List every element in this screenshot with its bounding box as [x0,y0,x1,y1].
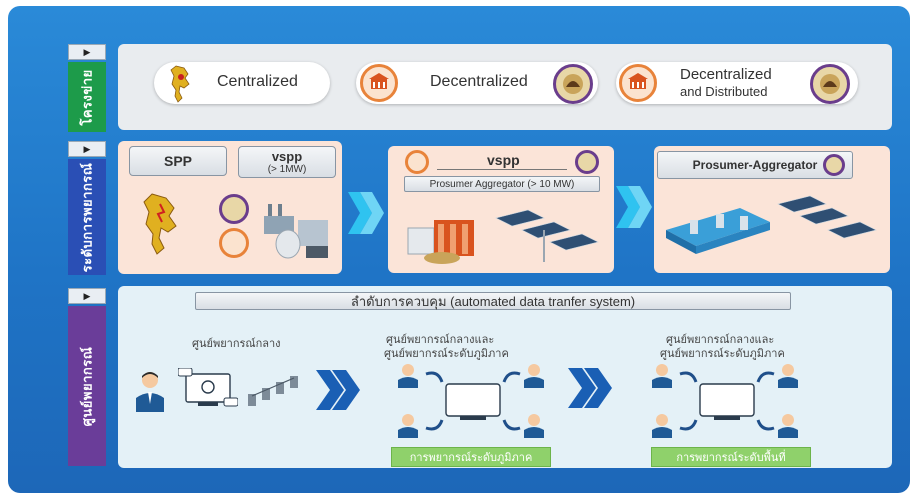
decentralized-label: Decentralized [430,73,528,90]
tag-regional-forecast: การพยากรณ์ระดับภูมิภาค [391,447,551,467]
row-network-title: โครงข่าย [68,62,106,132]
person-icon [398,364,418,388]
row-center-title: ศูนย์พยากรณ์ [68,306,106,466]
row-label-forecast: ▶ ระดับการพยากรณ์ [68,141,106,275]
grid-network-icon [248,376,298,406]
tag-area-forecast: การพยากรณ์ระดับพื้นที่ [651,447,811,467]
thailand-map-icon [170,65,190,103]
erc-seal-icon [405,150,429,174]
solar-farm-icon [407,209,599,264]
row-label-network: ▶ โครงข่าย [68,44,106,132]
erc-seal-icon [360,64,398,102]
chevron-right-icon [348,192,384,234]
play-icon[interactable]: ▶ [68,141,106,157]
row-label-center: ▶ ศูนย์พยากรณ์ [68,288,106,468]
spp-box: SPP [129,146,227,176]
play-icon[interactable]: ▶ [68,288,106,304]
chevron-right-icon [568,368,612,408]
chevron-right-icon [616,186,652,228]
play-icon[interactable]: ▶ [68,44,106,60]
regional-network-graphic [398,364,544,438]
control-title-bar: ลำดับการควบคุม (automated data tranfer s… [195,292,791,310]
prosumer-aggregator-box: Prosumer-Aggregator [657,151,853,179]
thailand-map-icon [143,193,177,255]
monitor-icon [178,368,238,407]
divider [437,169,567,170]
microgrid-icon [666,195,877,254]
utility-seal-icon [219,194,249,224]
erc-seal-icon [219,228,249,258]
area-center-label-1: ศูนย์พยากรณ์กลางและ [666,334,775,346]
utility-seal-icon [575,150,599,174]
central-center-label: ศูนย์พยากรณ์กลาง [192,338,281,350]
utility-seal-icon [553,64,593,104]
erc-seal-icon [619,64,657,102]
prosumer-aggregator-bar: Prosumer Aggregator (> 10 MW) [404,176,600,192]
utility-seal-icon [810,64,850,104]
vspp-left-box: vspp (> 1MW) [238,146,336,178]
utility-seal-icon [823,154,845,176]
area-center-label-2: ศูนย์พยากรณ์ระดับภูมิภาค [660,348,785,360]
regional-center-label-2: ศูนย์พยากรณ์ระดับภูมิภาค [384,348,509,360]
regional-center-label-1: ศูนย์พยากรณ์กลางและ [386,334,495,346]
centralized-label: Centralized [217,73,298,90]
distributed-label-line2: and Distributed [680,84,768,99]
power-plant-icon [264,204,328,259]
chevron-right-icon [316,370,360,410]
distributed-label-line1: Decentralized [680,66,772,83]
row-forecast-title: ระดับการพยากรณ์ [68,159,106,275]
vspp-mid-label: vspp [487,152,520,168]
area-network-graphic [652,364,798,438]
person-icon [136,372,164,412]
